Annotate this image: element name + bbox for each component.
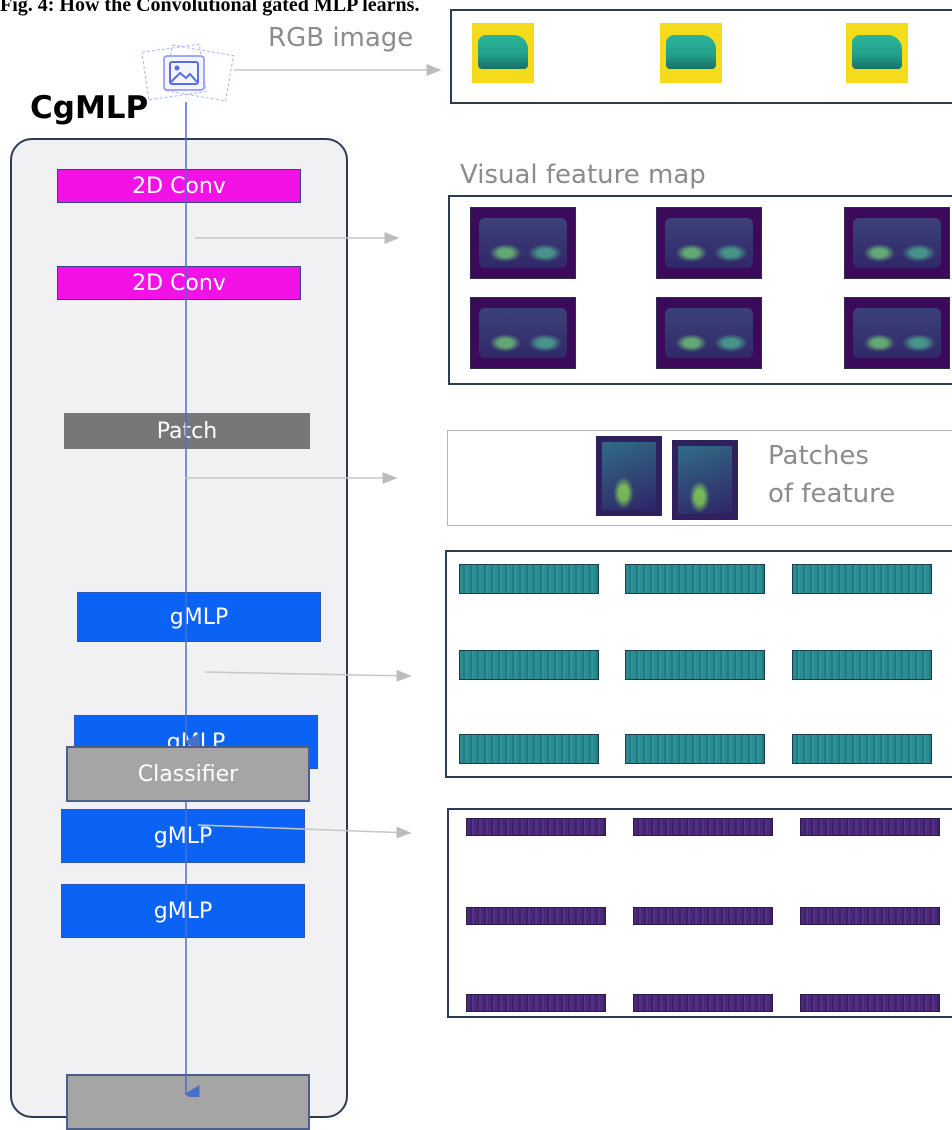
feature-bar (459, 564, 599, 594)
feature-bar (466, 818, 606, 836)
rgb-thumbnail (846, 23, 908, 83)
feature-map-thumbnail (470, 297, 576, 369)
patch-thumbnail (672, 440, 738, 520)
gmlp-block-3: gMLP (61, 809, 305, 863)
visual-feature-map-label: Visual feature map (460, 160, 706, 190)
feature-bar (625, 650, 765, 680)
patches-label-line1: Patches (768, 441, 869, 471)
rgb-image-frame (450, 9, 952, 104)
rgb-thumbnail (660, 23, 722, 83)
feature-bar (625, 734, 765, 764)
rgb-thumbnail (472, 23, 534, 83)
feature-map-thumbnail (844, 297, 950, 369)
gmlp-block-1: gMLP (77, 592, 321, 642)
feature-bar (633, 818, 773, 836)
feature-map-thumbnail (844, 207, 950, 279)
feature-bar (625, 564, 765, 594)
patches-label-line2: of feature (768, 479, 896, 509)
conv-block-1: 2D Conv (57, 169, 301, 203)
conv-block-2: 2D Conv (57, 266, 301, 300)
feature-bar (800, 907, 940, 925)
diagram-title: CgMLP (30, 90, 149, 126)
connector-arrows (184, 64, 442, 1097)
feature-bar (792, 564, 932, 594)
feature-bar (633, 907, 773, 925)
feature-map-frame (448, 195, 952, 385)
feature-bar (466, 907, 606, 925)
gmlp-block-4: gMLP (61, 884, 305, 938)
feature-bar (800, 818, 940, 836)
feature-map-thumbnail (656, 207, 762, 279)
gmlp-output-frame-1 (445, 550, 952, 778)
image-icon (141, 42, 235, 102)
patch-block: Patch (64, 413, 310, 449)
gmlp-output-frame-2 (447, 808, 952, 1018)
feature-map-thumbnail (470, 207, 576, 279)
classifier-block: Classifier (66, 746, 310, 802)
figure-caption: Fig. 4: How the Convolutional gated MLP … (0, 0, 420, 16)
feature-bar (792, 734, 932, 764)
feature-bar (459, 734, 599, 764)
patch-thumbnail (596, 436, 662, 516)
feature-bar (800, 994, 940, 1012)
patches-frame: Patches of feature (447, 430, 952, 526)
feature-bar (466, 994, 606, 1012)
feature-bar (792, 650, 932, 680)
feature-map-thumbnail (656, 297, 762, 369)
rgb-image-label: RGB image (268, 23, 414, 53)
feature-bar (633, 994, 773, 1012)
feature-bar (459, 650, 599, 680)
